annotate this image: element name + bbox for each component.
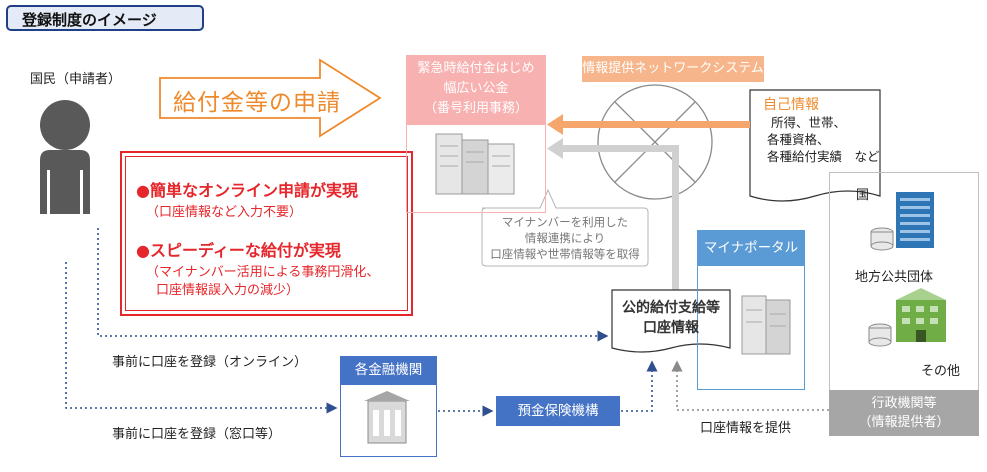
provider-to-db-line (671, 360, 829, 411)
self-info-arrow (547, 114, 750, 135)
benefit-2-title: ●スピーディーな給付が実現 (136, 241, 341, 260)
providers-footer: 行政機関等 （情報提供者） (829, 390, 979, 436)
account-db-line1: 公的給付支給等 (622, 300, 720, 316)
benefits-box: ●簡単なオンライン申請が実現 （口座情報など入力不要） ●スピーディーな給付が実… (120, 151, 413, 316)
benefit-2-desc-line1: （マイナンバー活用による事務円滑化、 (146, 265, 380, 280)
account-db-line2: 口座情報 (643, 320, 699, 336)
providers-footer-line1: 行政機関等 (871, 396, 937, 411)
callout-line2: 情報連携により (524, 231, 606, 245)
mynaportal-panel (697, 266, 805, 390)
network-system-label: 情報提供ネットワークシステム (582, 56, 764, 82)
account-db-document (611, 289, 731, 353)
provider-other-label: その他 (921, 364, 961, 379)
providers-panel (829, 172, 979, 390)
local-gov-building-icon (868, 288, 946, 347)
providers-footer-line2: （情報提供者） (858, 415, 950, 430)
self-info-line2: 各種資格、 (767, 132, 830, 147)
dic-to-db-line (621, 360, 658, 412)
network-circle-icon (597, 84, 713, 200)
self-info-document (749, 89, 881, 202)
online-register-line (97, 228, 609, 342)
citizen-label: 国民（申請者） (30, 72, 122, 87)
callout-text: マイナンバーを利用した 情報連携により 口座情報や世帯情報等を取得 (482, 214, 648, 262)
dic-box: 預金保険機構 (496, 396, 620, 426)
page-title: 登録制度のイメージ (6, 5, 204, 31)
callout-bubble (481, 188, 649, 267)
bank-panel (340, 385, 437, 457)
self-info-line1: 所得、世帯、 (771, 115, 847, 130)
benefit-1-title: ●簡単なオンライン申請が実現 (136, 181, 358, 200)
person-icon (40, 100, 90, 214)
self-info-title: 自己情報 (763, 97, 819, 113)
public-funds-header: 緊急時給付金はじめ 幅広い公金 （番号利用事務） (406, 55, 546, 125)
country-building-icon (870, 192, 934, 251)
public-funds-panel (406, 125, 546, 213)
benefit-1-desc: （口座情報など入力不要） (146, 205, 303, 220)
public-funds-line3: （番号利用事務） (423, 101, 528, 116)
register-counter-label: 事前に口座を登録（窓口等） (112, 427, 282, 442)
counter-register-line (65, 262, 338, 414)
account-info-arrow (547, 138, 679, 293)
provider-country-label: 国 (856, 188, 870, 203)
bank-building-icon (364, 391, 410, 444)
public-funds-line2: 幅広い公金 (443, 81, 509, 96)
bank-header: 各金融機関 (340, 356, 437, 385)
provide-account-label: 口座情報を提供 (700, 421, 792, 436)
public-funds-server-icon (435, 133, 515, 195)
callout-line1: マイナンバーを利用した (501, 215, 629, 229)
self-info-line3: 各種給付実績 など (767, 149, 880, 164)
mynaportal-server-icon (741, 295, 791, 355)
register-online-label: 事前に口座を登録（オンライン） (112, 355, 308, 370)
mynaportal-header: マイナポータル (697, 230, 805, 266)
public-funds-line1: 緊急時給付金はじめ (417, 61, 535, 76)
benefit-2-desc-line2: 口座情報誤入力の減少） (156, 283, 300, 298)
account-db-text: 公的給付支給等 口座情報 (612, 298, 730, 338)
callout-line3: 口座情報や世帯情報等を取得 (490, 247, 640, 261)
provider-local-gov-label: 地方公共団体 (855, 270, 934, 285)
application-label: 給付金等の申請 (173, 90, 341, 116)
application-arrow-icon (159, 58, 382, 138)
